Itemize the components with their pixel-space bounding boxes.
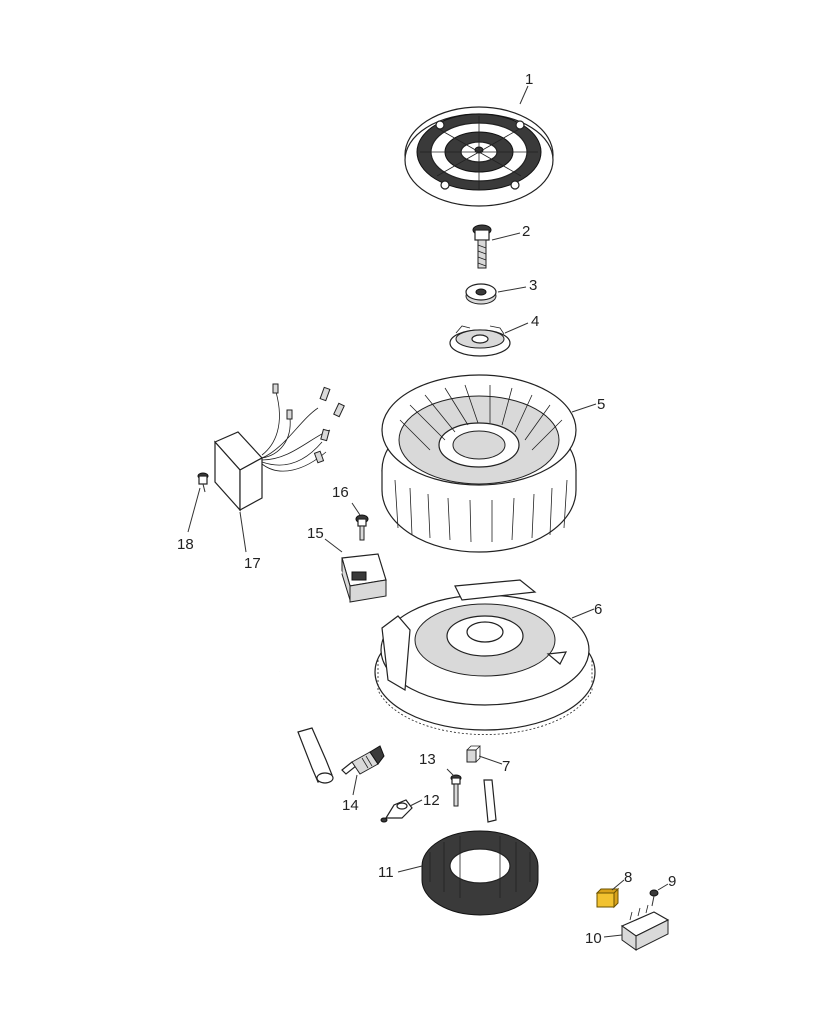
part-1-grille-screen[interactable] [404, 106, 554, 207]
callout-14: 14 [342, 797, 359, 814]
callout-13: 13 [419, 751, 436, 768]
part-3-washer[interactable] [465, 283, 497, 305]
leader-4 [504, 322, 529, 334]
callout-17: 17 [244, 555, 261, 572]
callout-8: 8 [624, 869, 632, 886]
callout-18: 18 [177, 536, 194, 553]
leader-15 [324, 538, 343, 553]
part-11-stator[interactable] [421, 779, 539, 916]
callout-5: 5 [597, 396, 605, 413]
leader-13 [446, 768, 455, 777]
part-8-highlighted-clip[interactable] [595, 887, 620, 909]
part-5-cooling-fan[interactable] [381, 374, 577, 553]
part-7-flywheel-key[interactable] [466, 745, 481, 763]
part-17-electronic-module[interactable] [213, 383, 345, 512]
callout-16: 16 [332, 484, 349, 501]
leader-5 [571, 403, 597, 413]
callout-9: 9 [668, 873, 676, 890]
part-9-screw[interactable] [649, 889, 659, 907]
leader-12 [409, 799, 423, 807]
callout-4: 4 [531, 313, 539, 330]
leader-17 [239, 511, 247, 553]
part-16-screw[interactable] [355, 514, 369, 541]
part-10-regulator[interactable] [620, 904, 670, 951]
leader-16 [351, 502, 361, 516]
leader-9 [657, 883, 669, 891]
part-6-flywheel[interactable] [374, 579, 596, 735]
leader-1 [519, 85, 529, 105]
callout-10: 10 [585, 930, 602, 947]
leader-6 [571, 608, 595, 619]
part-14-spark-plug[interactable] [341, 745, 385, 775]
part-15-ignition-module[interactable] [278, 553, 387, 784]
part-12-clamp[interactable] [380, 799, 413, 823]
leader-10 [603, 934, 623, 938]
callout-12: 12 [423, 792, 440, 809]
leader-3 [497, 286, 527, 293]
part-13-bolt[interactable] [450, 774, 462, 807]
leader-7 [478, 755, 503, 765]
leader-8 [611, 879, 625, 891]
leader-14 [352, 774, 358, 796]
callout-11: 11 [378, 864, 394, 881]
leader-2 [491, 232, 521, 241]
part-18-small-screw[interactable] [197, 472, 209, 493]
part-2-bolt[interactable] [472, 224, 492, 269]
callout-6: 6 [594, 601, 602, 618]
callout-3: 3 [529, 277, 537, 294]
callout-7: 7 [502, 758, 510, 775]
callout-15: 15 [307, 525, 324, 542]
callout-1: 1 [525, 71, 533, 88]
leader-11 [397, 865, 423, 873]
part-4-drive-cup[interactable] [449, 325, 511, 357]
callout-2: 2 [522, 223, 530, 240]
leader-18 [187, 487, 201, 533]
